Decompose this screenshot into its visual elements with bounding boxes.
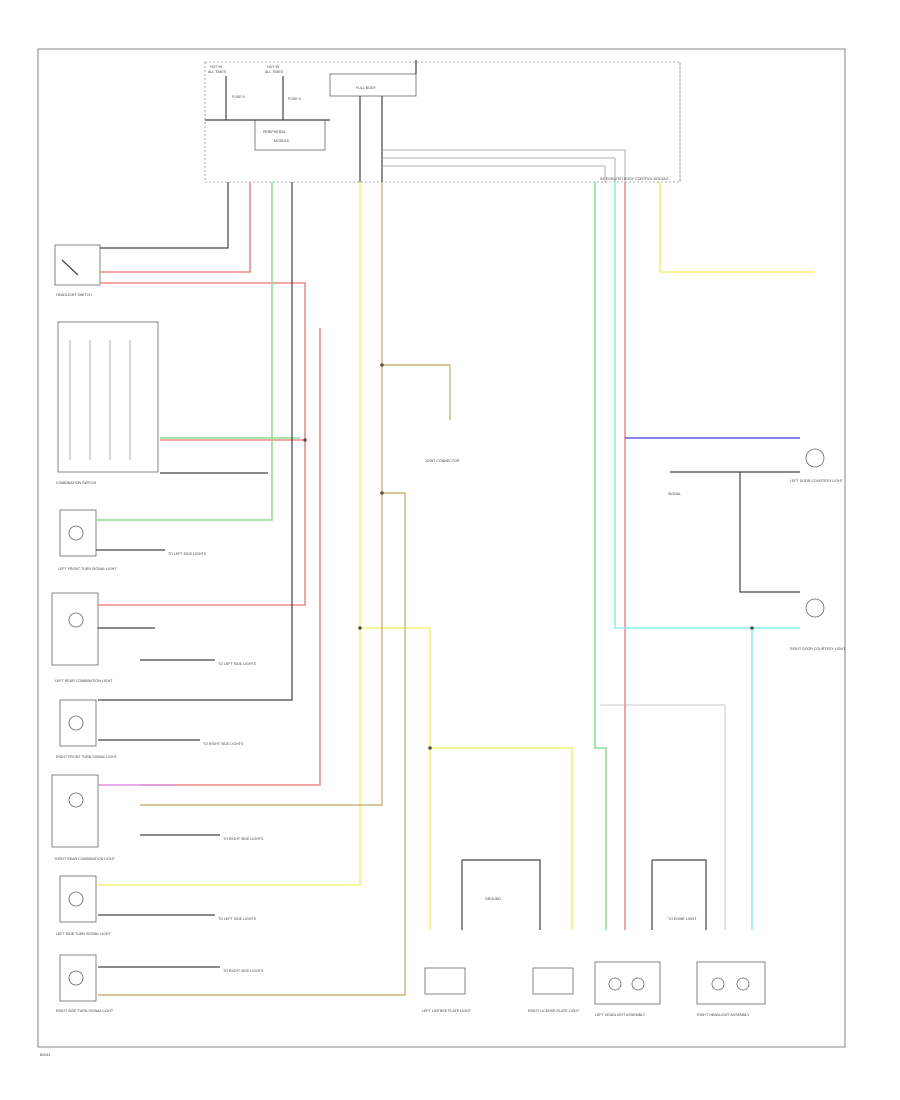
peripheral-label: PERIPHERAL bbox=[263, 130, 286, 134]
bcm-module: INTEGRATED BODY CONTROL MODULE bbox=[204, 61, 681, 183]
right-license-light: RIGHT LICENSE PLATE LIGHT bbox=[528, 967, 580, 1013]
ref-dome: TO DOME LIGHT bbox=[668, 917, 697, 921]
wire-green bbox=[96, 182, 607, 930]
left-license-label: LEFT LICENSE PLATE LIGHT bbox=[422, 1009, 472, 1013]
joint-connector-label: JOINT CONNECTOR bbox=[425, 459, 460, 463]
ref-left-side-1: TO LEFT SIDE LIGHTS bbox=[168, 552, 207, 556]
headlight-switch-label: HEADLIGHT SWITCH bbox=[56, 293, 92, 297]
left-door-courtesy-light: LEFT DOOR COURTESY LIGHT bbox=[790, 448, 844, 483]
left-side-turn-label: LEFT SIDE TURN SIGNAL LIGHT bbox=[56, 932, 111, 936]
combination-switch: COMBINATION SWITCH bbox=[56, 321, 159, 485]
left-door-light-label: LEFT DOOR COURTESY LIGHT bbox=[790, 479, 844, 483]
peripheral-sub: MODULE bbox=[274, 139, 290, 143]
ref-right-side-2: TO RIGHT SIDE LIGHTS bbox=[223, 837, 264, 841]
left-rear-combo-label: LEFT REAR COMBINATION LIGHT bbox=[55, 679, 113, 683]
hotbox-label: FULL BODY bbox=[356, 86, 376, 90]
left-headlight-label: LEFT HEADLIGHT ASSEMBLY bbox=[595, 1013, 646, 1017]
wire-red bbox=[98, 182, 626, 930]
ref-ground: GROUND bbox=[485, 897, 501, 901]
reference-labels: TO LEFT SIDE LIGHTS TO LEFT SIDE LIGHTS … bbox=[168, 492, 697, 973]
right-rear-combo-light: RIGHT REAR COMBINATION LIGHT bbox=[51, 774, 116, 861]
ref-right-side-3: TO RIGHT SIDE LIGHTS bbox=[223, 969, 264, 973]
right-rear-combo-label: RIGHT REAR COMBINATION LIGHT bbox=[55, 857, 116, 861]
fuse-b-line1: HOT IN bbox=[267, 65, 280, 69]
left-front-turn-label: LEFT FRONT TURN SIGNAL LIGHT bbox=[58, 567, 117, 571]
diagram-frame bbox=[37, 48, 846, 1048]
right-side-turn-light: RIGHT SIDE TURN SIGNAL LIGHT bbox=[56, 954, 114, 1013]
fuse-a-line2: ALL TIMES bbox=[208, 70, 227, 74]
wire-tan bbox=[98, 182, 451, 996]
right-side-turn-label: RIGHT SIDE TURN SIGNAL LIGHT bbox=[56, 1009, 114, 1013]
ref-signal: SIGNAL bbox=[668, 492, 681, 496]
right-door-courtesy-light: RIGHT DOOR COURTESY LIGHT bbox=[790, 598, 846, 651]
peripheral-module: PERIPHERAL MODULE bbox=[254, 119, 326, 151]
fuse-b-id: FUSE 9 bbox=[288, 97, 301, 101]
right-license-label: RIGHT LICENSE PLATE LIGHT bbox=[528, 1009, 580, 1013]
fuse-b: HOT IN ALL TIMES FUSE 9 bbox=[265, 65, 301, 120]
joint-connector: JOINT CONNECTOR bbox=[425, 459, 460, 463]
left-front-turn-light: LEFT FRONT TURN SIGNAL LIGHT bbox=[58, 509, 117, 571]
wire-cyan bbox=[614, 182, 800, 930]
page-code: B2044 bbox=[40, 1053, 50, 1057]
headlight-switch: HEADLIGHT SWITCH bbox=[54, 244, 101, 297]
fuse-a-line1: HOT IN bbox=[210, 65, 223, 69]
right-front-turn-light: RIGHT FRONT TURN SIGNAL LIGHT bbox=[56, 699, 118, 759]
ref-right-side-1: TO RIGHT SIDE LIGHTS bbox=[203, 742, 244, 746]
hotbox: FULL BODY bbox=[329, 73, 417, 97]
right-door-light-label: RIGHT DOOR COURTESY LIGHT bbox=[790, 647, 846, 651]
right-headlight-label: RIGHT HEADLIGHT ASSEMBLY bbox=[697, 1013, 750, 1017]
wire-black bbox=[96, 182, 800, 968]
junction-dots bbox=[303, 363, 754, 750]
fuse-a: HOT IN ALL TIMES FUSE 8 bbox=[208, 65, 245, 120]
combination-switch-label: COMBINATION SWITCH bbox=[56, 481, 97, 485]
fuse-b-line2: ALL TIMES bbox=[265, 70, 284, 74]
bcm-label: INTEGRATED BODY CONTROL MODULE bbox=[600, 177, 669, 181]
left-rear-combo-light: LEFT REAR COMBINATION LIGHT bbox=[51, 592, 113, 683]
right-front-turn-label: RIGHT FRONT TURN SIGNAL LIGHT bbox=[56, 755, 118, 759]
left-headlight-assembly: LEFT HEADLIGHT ASSEMBLY bbox=[594, 961, 661, 1017]
left-license-light: LEFT LICENSE PLATE LIGHT bbox=[422, 967, 472, 1013]
ref-left-side-3: TO LEFT SIDE LIGHTS bbox=[218, 917, 257, 921]
wire-yellow bbox=[98, 182, 815, 930]
left-side-turn-light: LEFT SIDE TURN SIGNAL LIGHT bbox=[56, 875, 111, 936]
ref-left-side-2: TO LEFT SIDE LIGHTS bbox=[218, 662, 257, 666]
fuse-a-id: FUSE 8 bbox=[232, 95, 245, 99]
right-headlight-assembly: RIGHT HEADLIGHT ASSEMBLY bbox=[696, 961, 766, 1017]
